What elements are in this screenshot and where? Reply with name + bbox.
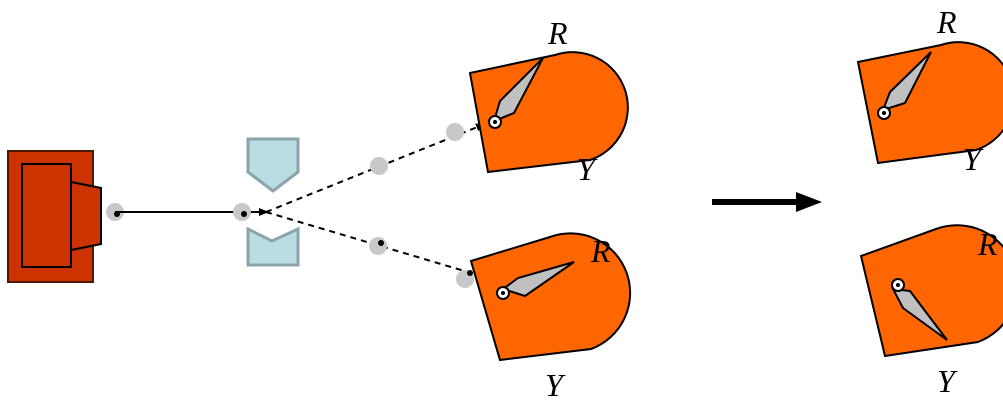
particle-dot (241, 211, 247, 217)
detector-body (859, 224, 1003, 358)
detector-dial-icon (469, 232, 632, 362)
particle (446, 123, 464, 141)
particle (370, 157, 388, 175)
detector-y-label: Y (545, 367, 566, 403)
detector-body (469, 232, 632, 362)
magnet-south-pole (246, 226, 300, 267)
detector-needle (500, 261, 575, 298)
particle-dot (467, 270, 473, 276)
detector-r-label: R (977, 226, 998, 262)
arrow-head (796, 192, 822, 212)
needle-pivot-dot (896, 283, 900, 287)
detector-r-label: R (936, 4, 957, 40)
needle-pivot-dot (493, 120, 497, 124)
particle-source-icon (7, 150, 102, 283)
detector-needle (881, 51, 932, 112)
detector-y-label: Y (577, 151, 598, 187)
detector-needle (492, 57, 544, 123)
needle-pivot-dot (501, 291, 505, 295)
particle-dot (378, 240, 384, 246)
needle-pivot-dot (882, 111, 886, 115)
source-inner-panel (21, 163, 72, 268)
magnet-icon (246, 137, 300, 267)
magnet-north-pole (246, 137, 300, 193)
detector-dial-icon (468, 51, 629, 174)
source-nozzle (70, 180, 102, 252)
detector-body (856, 41, 1003, 165)
detector-r-label: R (547, 15, 568, 51)
detector-needle (891, 287, 948, 341)
detector-dial-icon (856, 41, 1003, 165)
detector-body (468, 51, 629, 174)
particle (369, 237, 387, 255)
detector-y-label: Y (963, 141, 984, 177)
detector-y-label: Y (937, 363, 958, 399)
detector-dial-icon (859, 224, 1003, 358)
right-arrow-icon (712, 192, 822, 212)
detector-r-label: R (590, 233, 611, 269)
